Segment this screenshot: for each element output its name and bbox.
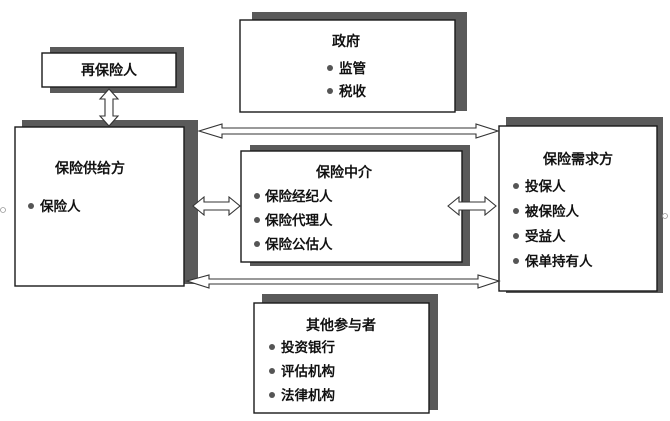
bullet-icon [513, 208, 519, 214]
supplier-demand-top-arrow [197, 123, 500, 139]
bullet-icon [327, 65, 333, 71]
supplier-box: 保险供给方 保险人 [14, 120, 198, 287]
intermediary-title: 保险中介 [315, 164, 373, 181]
intermediary-box: 保险中介 保险经纪人 保险代理人 保险公估人 [240, 145, 470, 266]
demand-item: 投保人 [525, 178, 566, 195]
demand-box: 保险需求方 投保人 被保险人 受益人 保单持有人 [498, 117, 663, 293]
government-box: 政府 监管 税收 [239, 12, 467, 113]
reinsurer-box: 再保险人 [41, 47, 184, 93]
reinsurer-title: 再保险人 [81, 62, 138, 79]
others-item: 法律机构 [281, 387, 335, 404]
bullet-icon [513, 183, 519, 189]
bullet-icon [513, 258, 519, 264]
scan-mark [662, 213, 668, 219]
intermediary-item: 保险代理人 [264, 212, 333, 229]
intermediary-item: 保险经纪人 [264, 188, 333, 205]
intermediary-demand-arrow [447, 195, 497, 217]
reinsurer-supplier-arrow [98, 88, 120, 127]
supplier-demand-bottom-arrow [185, 274, 501, 289]
bullet-icon [327, 88, 333, 94]
demand-item: 被保险人 [525, 203, 579, 220]
bullet-icon [254, 241, 260, 247]
others-title: 其他参与者 [306, 317, 376, 334]
bullet-icon [269, 392, 275, 398]
supplier-title: 保险供给方 [54, 160, 125, 177]
demand-item: 保单持有人 [524, 253, 593, 270]
government-item: 监管 [339, 60, 366, 77]
scan-mark [0, 207, 6, 213]
bullet-icon [513, 233, 519, 239]
demand-title: 保险需求方 [542, 151, 613, 168]
demand-item: 受益人 [525, 228, 566, 245]
government-item: 税收 [339, 83, 366, 100]
others-item: 评估机构 [281, 363, 335, 380]
bullet-icon [269, 344, 275, 350]
intermediary-item: 保险公估人 [264, 236, 333, 253]
bullet-icon [254, 217, 260, 223]
supplier-intermediary-arrow [192, 195, 241, 217]
others-box: 其他参与者 投资银行 评估机构 法律机构 [253, 294, 438, 414]
bullet-icon [28, 203, 34, 209]
bullet-icon [269, 368, 275, 374]
supplier-item: 保险人 [39, 198, 81, 215]
government-title: 政府 [332, 33, 360, 50]
bullet-icon [254, 193, 260, 199]
others-item: 投资银行 [281, 339, 335, 356]
